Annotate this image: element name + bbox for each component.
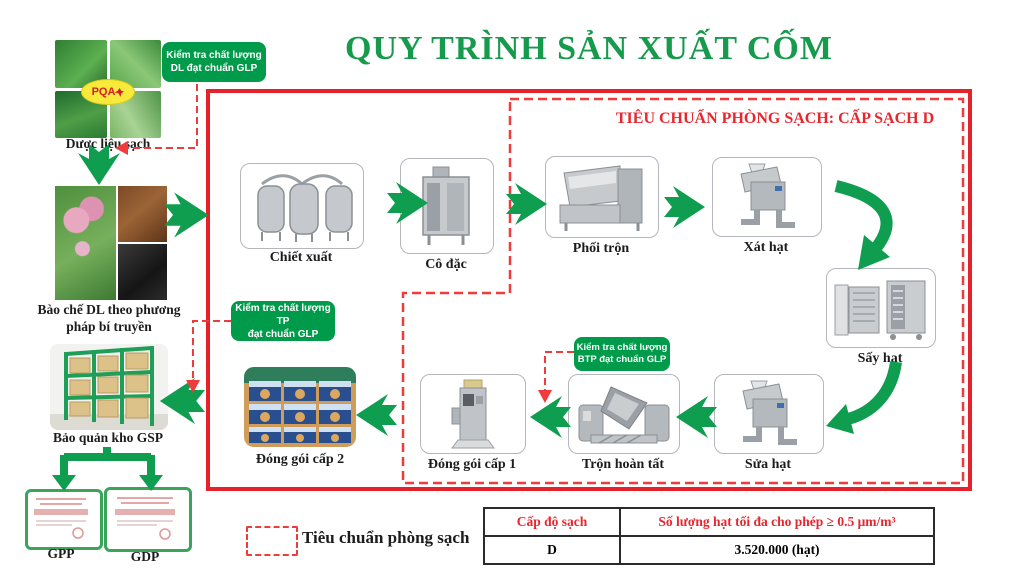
step-label-dong-goi-2: Đóng gói cấp 2 xyxy=(255,452,345,467)
step-label-phoi-tron: Phối trộn xyxy=(572,241,630,256)
arrowhead xyxy=(186,380,200,393)
step-label-sua-hat: Sửa hạt xyxy=(744,457,792,472)
qc-callout-line: Kiểm tra chất lượng TP xyxy=(235,302,331,327)
qc-callout-line: BTP đạt chuẩn GLP xyxy=(577,354,667,365)
mixer-trough-illustration xyxy=(559,165,643,231)
concentrator-illustration xyxy=(422,166,470,245)
certificate-branch xyxy=(52,447,163,491)
step-label-co-dac: Cô đặc xyxy=(425,257,467,272)
page-title: QUY TRÌNH SẢN XUẤT CỐM xyxy=(345,30,833,67)
processed-herb-photo xyxy=(117,244,167,300)
pqa-logo-text: PQA xyxy=(91,86,116,98)
step-card-co-dac xyxy=(400,158,494,254)
granulator-illustration xyxy=(740,163,795,228)
qc-callout-dl: Kiểm tra chất lượng DL đạt chuẩn GLP xyxy=(162,42,266,82)
qc-callout-line: Kiểm tra chất lượng xyxy=(576,341,668,353)
table-data-row: D 3.520.000 (hạt) xyxy=(483,535,935,565)
table-header-row: Cấp độ sạch Số lượng hạt tối đa cho phép… xyxy=(483,507,935,537)
qc-callout-tp: Kiểm tra chất lượng TP đạt chuẩn GLP xyxy=(231,301,335,341)
step-card-tron-hoan-tat xyxy=(568,374,680,454)
sachet-packing-machine-illustration xyxy=(451,379,495,449)
step-label-tron-hoan-tat: Trộn hoàn tất xyxy=(581,457,665,472)
warehouse-photo xyxy=(50,344,168,430)
qc-callout-line: DL đạt chuẩn GLP xyxy=(170,63,258,74)
step-card-dong-goi-2 xyxy=(244,367,356,447)
qc-callout-btp: Kiểm tra chất lượng BTP đạt chuẩn GLP xyxy=(574,337,670,371)
legend-label: Tiêu chuẩn phòng sạch xyxy=(302,528,470,547)
warehouse-illustration xyxy=(50,344,168,430)
pqa-logo: PQA xyxy=(81,79,135,105)
storage-label: Bảo quản kho GSP xyxy=(53,430,163,445)
process-boundary-box xyxy=(206,89,972,491)
step-label-xat-hat: Xát hạt xyxy=(743,240,789,255)
gdp-certificate xyxy=(104,487,192,552)
step-card-phoi-tron xyxy=(545,156,659,238)
drying-oven-illustration xyxy=(834,280,926,340)
carton-boxes-illustration xyxy=(244,367,356,447)
gpp-certificate xyxy=(25,489,103,550)
certificate-content xyxy=(34,498,88,539)
step-card-xat-hat xyxy=(712,157,822,237)
cleanroom-standard-title: TIÊU CHUẨN PHÒNG SẠCH: CẤP SẠCH D xyxy=(615,110,935,127)
step-card-sua-hat xyxy=(714,374,824,454)
extraction-tanks-illustration xyxy=(257,174,353,242)
table-cell-class: D xyxy=(483,535,621,565)
prep-label: Bào chế DL theo phương pháp bí truyền xyxy=(37,302,181,334)
qc-callout-line: Kiểm tra chất lượng xyxy=(166,50,262,61)
step-card-dong-goi-1 xyxy=(420,374,526,454)
gpp-label: GPP xyxy=(47,546,75,561)
cleanroom-spec-table: Cấp độ sạch Số lượng hạt tối đa cho phép… xyxy=(483,507,935,565)
gdp-label: GDP xyxy=(130,549,160,564)
dried-herb-photo xyxy=(117,186,167,242)
legend-dashed-box xyxy=(246,526,298,556)
step-card-chiet-xuat xyxy=(240,163,364,249)
flower-photo xyxy=(55,186,116,300)
granulator-illustration xyxy=(742,380,797,445)
table-header-class: Cấp độ sạch xyxy=(483,507,621,537)
final-blender-illustration xyxy=(578,386,670,444)
arrow-prep-to-box xyxy=(164,192,209,238)
certificate-content xyxy=(115,497,175,540)
source-label: Dược liệu sạch xyxy=(65,136,151,151)
table-header-particles: Số lượng hạt tối đa cho phép ≥ 0.5 μm/m³ xyxy=(619,507,935,537)
herb-preparation-photo xyxy=(55,186,167,300)
step-label-chiet-xuat: Chiết xuất xyxy=(269,250,333,265)
table-cell-particles: 3.520.000 (hạt) xyxy=(619,535,935,565)
step-label-say-hat: Sấy hạt xyxy=(857,351,903,366)
qc-callout-line: đạt chuẩn GLP xyxy=(247,328,319,340)
step-card-say-hat xyxy=(826,268,936,348)
leaf-icon xyxy=(115,87,125,97)
step-label-dong-goi-1: Đóng gói cấp 1 xyxy=(427,457,517,472)
